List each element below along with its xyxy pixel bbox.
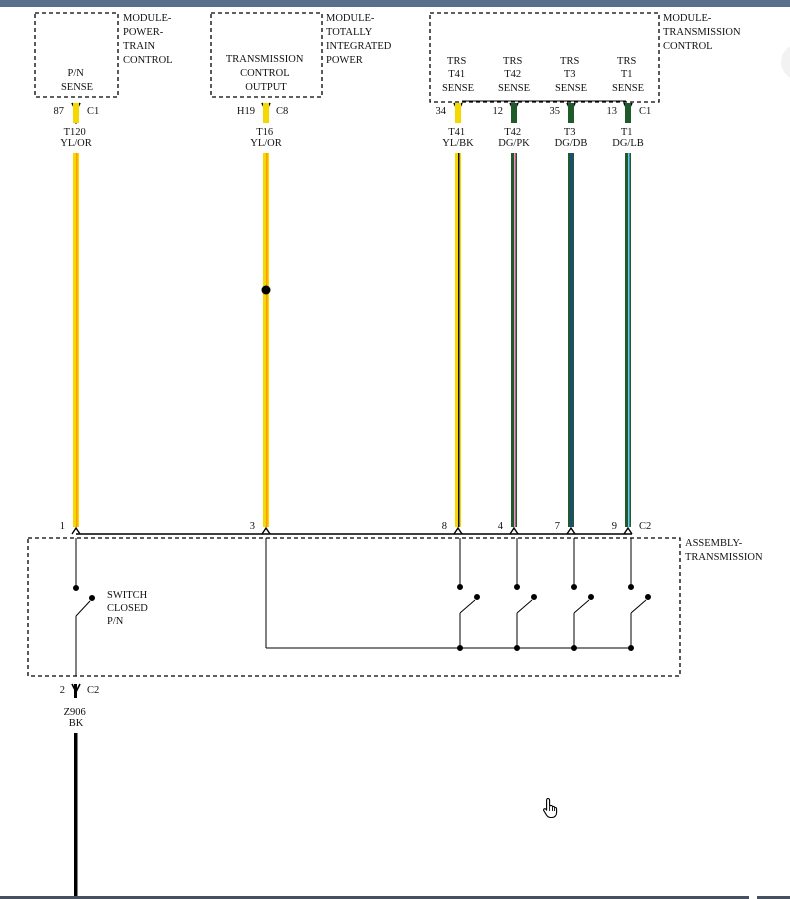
wire-label-t16: T16 YL/OR xyxy=(250,127,282,149)
tcm-module-name: MODULE- TRANSMISSION CONTROL xyxy=(663,13,743,52)
pcm-name-line: MODULE- xyxy=(123,13,172,24)
pcm-name-line: POWER- xyxy=(123,27,164,38)
pin-cavity: 87 xyxy=(54,106,65,117)
pn-sense-label: P/N SENSE xyxy=(61,68,93,93)
ground-cavity: 2 xyxy=(60,685,65,696)
ground-wire-stub xyxy=(74,684,77,698)
tipm-name-line: POWER xyxy=(326,55,363,66)
wire-label-t42: T42 DG/PK xyxy=(498,127,530,149)
pin-cavity: 34 xyxy=(436,106,447,117)
assembly-connector-id: C2 xyxy=(639,521,651,532)
pin-connector: C8 xyxy=(276,106,288,117)
tipm-name-line: MODULE- xyxy=(326,13,375,24)
assembly-pin-chevron xyxy=(509,526,519,535)
assembly-pin-chevron xyxy=(623,526,633,535)
window-top-bar xyxy=(0,0,790,7)
wire-label-t120: T120 YL/OR xyxy=(60,127,92,149)
wire-t1 xyxy=(625,103,631,527)
tipm-name-line: TOTALLY xyxy=(326,27,373,38)
wire-label-t3: T3 DG/DB xyxy=(555,127,588,149)
pin-cavity: 35 xyxy=(550,106,561,117)
splice-dot xyxy=(261,285,271,295)
transmission-assembly-name: ASSEMBLY- TRANSMISSION xyxy=(685,538,763,563)
trs-switch-bank xyxy=(265,538,651,651)
pin-cavity: H19 xyxy=(237,106,255,117)
wire-t3 xyxy=(568,103,574,527)
pcm-name-line: CONTROL xyxy=(123,55,173,66)
wire-t120 xyxy=(73,103,79,527)
trs-t3-sense-label: TRS T3 SENSE xyxy=(555,56,587,94)
pn-switch xyxy=(73,538,95,676)
wire-label-z906: Z906 BK xyxy=(64,707,89,729)
pn-switch-label: SWITCH CLOSED P/N xyxy=(107,590,150,627)
wire-label-t41: T41 YL/BK xyxy=(442,127,474,149)
assembly-pin-chevron xyxy=(566,526,576,535)
assembly-pin-chevron xyxy=(453,526,463,535)
tipm-name-line: INTEGRATED xyxy=(326,41,392,52)
pcm-name-line: TRAIN xyxy=(123,41,155,52)
wire-t42 xyxy=(511,103,517,527)
trs-t41-sense-label: TRS T41 SENSE xyxy=(442,56,474,94)
tipm-module-name: MODULE- TOTALLY INTEGRATED POWER xyxy=(326,13,394,66)
pin-connector: C1 xyxy=(639,106,651,117)
tcm-name-line: MODULE- xyxy=(663,13,712,24)
wire-label-t1: T1 DG/LB xyxy=(612,127,644,149)
assembly-pin-number: 4 xyxy=(498,521,504,532)
pin-connector: C1 xyxy=(87,106,99,117)
pcm-module-name: MODULE- POWER- TRAIN CONTROL xyxy=(123,13,174,66)
wire-t41 xyxy=(455,103,461,527)
assembly-pin-number: 7 xyxy=(555,521,560,532)
ground-connector: C2 xyxy=(87,685,99,696)
hand-pointer-icon xyxy=(543,797,558,819)
assembly-pin-number: 8 xyxy=(442,521,447,532)
assembly-pin-number: 3 xyxy=(250,521,255,532)
assembly-pin-chevron xyxy=(71,526,81,535)
pin-cavity: 12 xyxy=(493,106,504,117)
transmission-control-output-label: TRANSMISSION CONTROL OUTPUT xyxy=(226,54,306,93)
wire-z906 xyxy=(74,733,78,899)
tcm-name-line: CONTROL xyxy=(663,41,713,52)
trs-t42-sense-label: TRS T42 SENSE xyxy=(498,56,530,94)
bottom-bar-gap xyxy=(749,896,757,899)
tcm-name-line: TRANSMISSION xyxy=(663,27,741,38)
window-bottom-bar xyxy=(0,896,790,899)
trs-t1-sense-label: TRS T1 SENSE xyxy=(612,56,644,94)
assembly-pin-number: 1 xyxy=(60,521,65,532)
pin-cavity: 13 xyxy=(607,106,618,117)
tcm-module-box xyxy=(429,12,660,103)
wire-t16 xyxy=(263,103,269,527)
side-scroll-handle[interactable] xyxy=(781,44,790,80)
transmission-assembly-box xyxy=(27,537,681,677)
assembly-pin-chevron xyxy=(261,526,271,535)
assembly-pin-number: 9 xyxy=(612,521,617,532)
